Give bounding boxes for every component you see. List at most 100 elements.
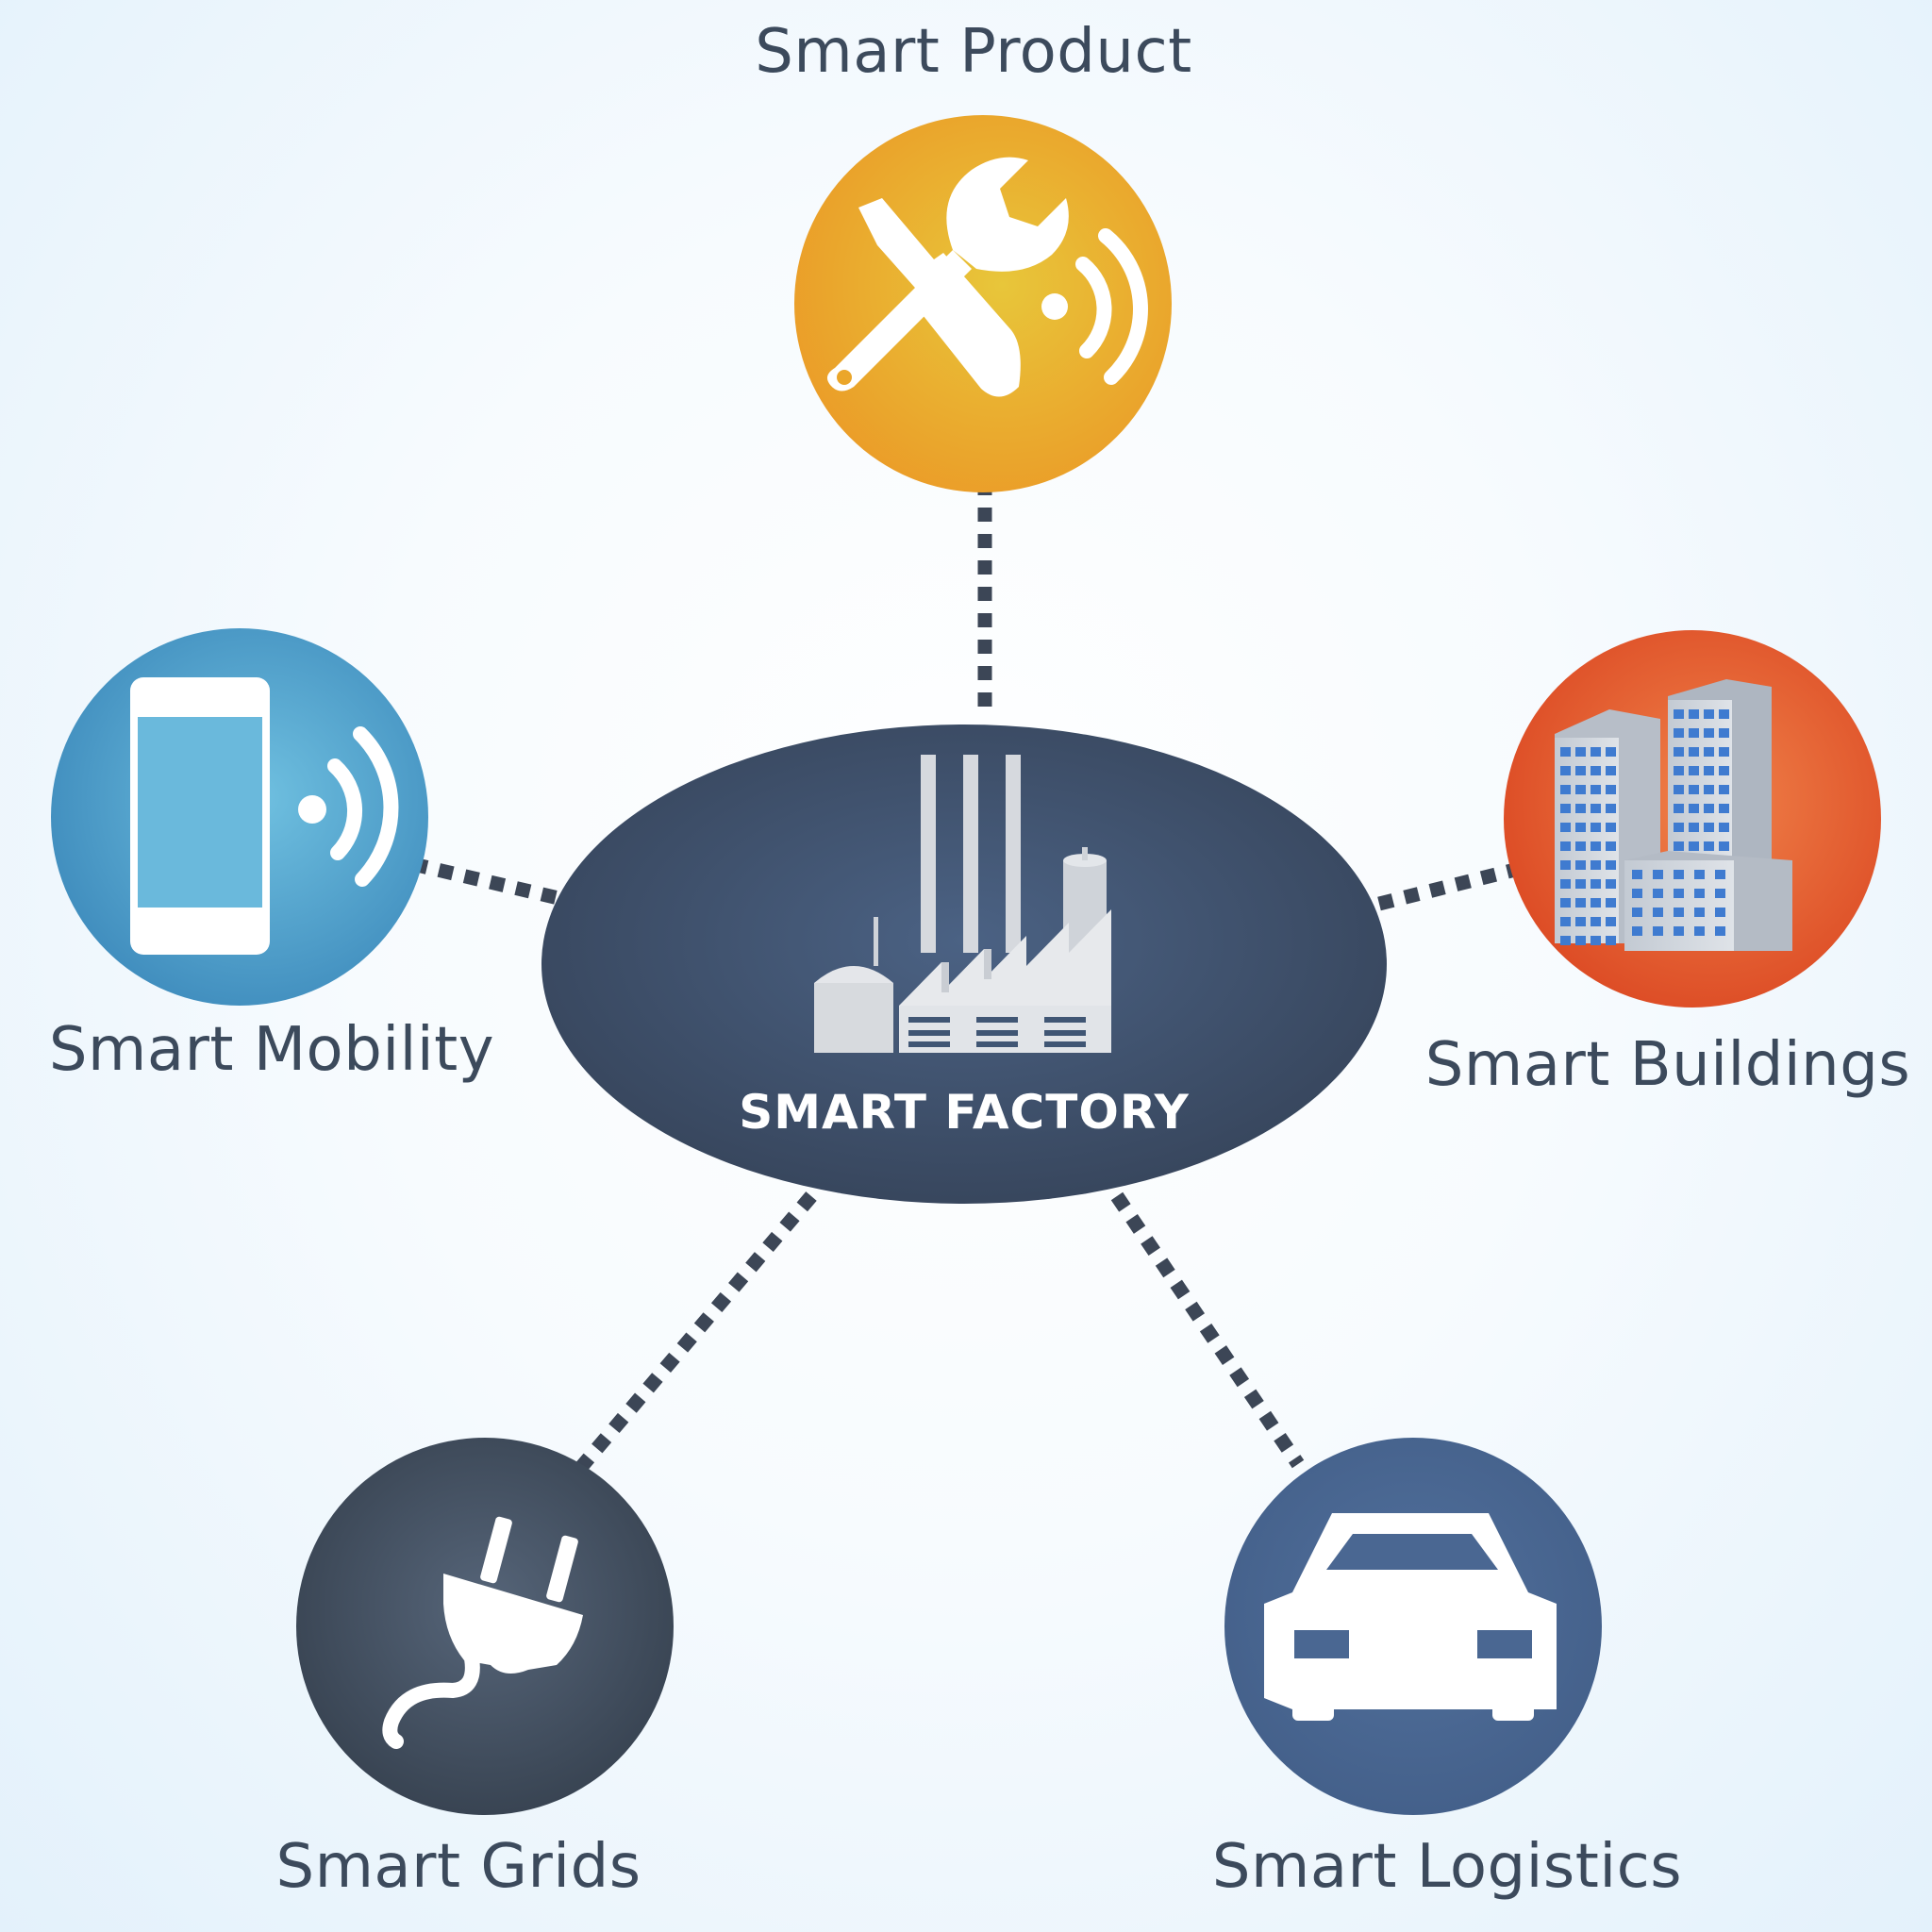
building-window — [1674, 728, 1684, 738]
building-window — [1632, 908, 1642, 917]
building-window — [1689, 785, 1699, 794]
building-window — [1653, 870, 1663, 879]
building-window — [1575, 841, 1586, 851]
building-window — [1591, 766, 1601, 775]
building-window — [1632, 926, 1642, 936]
building-window — [1575, 936, 1586, 945]
connector-logistics — [1110, 1191, 1305, 1469]
building-window — [1689, 823, 1699, 832]
smart-product-label: Smart Product — [755, 17, 1192, 87]
smart-mobility-node — [51, 628, 428, 1006]
building-window — [1575, 747, 1586, 757]
building-window — [1694, 908, 1705, 917]
smart-product-node — [794, 115, 1172, 492]
building-window — [1591, 898, 1601, 908]
building-window — [1575, 804, 1586, 813]
building-window — [1632, 870, 1642, 879]
building-window — [1560, 917, 1571, 926]
building-window — [1606, 766, 1616, 775]
building-window — [1575, 898, 1586, 908]
building-window — [1606, 898, 1616, 908]
building-window — [1560, 936, 1571, 945]
building-window — [1591, 917, 1601, 926]
building-window — [1606, 785, 1616, 794]
building-window — [1560, 841, 1571, 851]
power-plug-icon — [382, 1516, 583, 1749]
building-window — [1689, 709, 1699, 719]
building-window — [1704, 728, 1714, 738]
building-window — [1606, 860, 1616, 870]
building-window — [1560, 804, 1571, 813]
building-window — [1719, 823, 1729, 832]
building-window — [1674, 841, 1684, 851]
building-window — [1674, 785, 1684, 794]
building-window — [1560, 823, 1571, 832]
connectors — [411, 455, 1540, 1476]
building-window — [1606, 823, 1616, 832]
building-window — [1575, 860, 1586, 870]
building-window — [1719, 747, 1729, 757]
building-window — [1560, 766, 1571, 775]
connector-grids — [572, 1191, 817, 1476]
building-window — [1606, 804, 1616, 813]
smart-logistics-label: Smart Logistics — [1211, 1832, 1683, 1902]
building-window — [1689, 804, 1699, 813]
building-window — [1674, 908, 1684, 917]
building-window — [1591, 823, 1601, 832]
building-window — [1591, 879, 1601, 889]
building-window — [1674, 926, 1684, 936]
building-window — [1674, 870, 1684, 879]
building-window — [1704, 823, 1714, 832]
building-window — [1689, 766, 1699, 775]
building-window — [1704, 841, 1714, 851]
building-window — [1694, 889, 1705, 898]
building-window — [1719, 728, 1729, 738]
building-window — [1674, 889, 1684, 898]
building-window — [1704, 785, 1714, 794]
building-window — [1704, 709, 1714, 719]
building-window — [1674, 709, 1684, 719]
smart-mobility-label: Smart Mobility — [48, 1015, 495, 1085]
building-window — [1606, 841, 1616, 851]
building-window — [1575, 879, 1586, 889]
building-window — [1575, 917, 1586, 926]
building-window — [1674, 766, 1684, 775]
building-window — [1704, 766, 1714, 775]
building-window — [1719, 804, 1729, 813]
building-window — [1719, 709, 1729, 719]
wrench-screwdriver-wireless-icon — [826, 157, 1148, 397]
building-window — [1689, 747, 1699, 757]
connector-mobility — [411, 857, 560, 906]
building-window — [1591, 747, 1601, 757]
building-window — [1560, 898, 1571, 908]
building-window — [1689, 728, 1699, 738]
building-window — [1591, 804, 1601, 813]
factory-icon — [814, 755, 1111, 1053]
building-window — [1591, 841, 1601, 851]
building-window — [1606, 936, 1616, 945]
building-window — [1715, 889, 1725, 898]
building-window — [1606, 747, 1616, 757]
building-window — [1715, 926, 1725, 936]
building-window — [1704, 747, 1714, 757]
building-window — [1591, 936, 1601, 945]
building-window — [1560, 879, 1571, 889]
smart-grids-label: Smart Grids — [275, 1832, 641, 1902]
smart-factory-node — [541, 724, 1387, 1204]
smart-buildings-label: Smart Buildings — [1424, 1030, 1911, 1100]
building-window — [1575, 823, 1586, 832]
building-window — [1694, 926, 1705, 936]
building-window — [1719, 841, 1729, 851]
building-window — [1715, 870, 1725, 879]
smartphone-wireless-icon — [130, 677, 399, 955]
smart-logistics-node — [1224, 1438, 1602, 1815]
building-window — [1575, 766, 1586, 775]
building-window — [1674, 823, 1684, 832]
building-window — [1560, 785, 1571, 794]
building-window — [1719, 785, 1729, 794]
building-window — [1694, 870, 1705, 879]
building-window — [1606, 917, 1616, 926]
building-window — [1653, 926, 1663, 936]
building-window — [1575, 785, 1586, 794]
smart-buildings-node — [1504, 630, 1881, 1008]
